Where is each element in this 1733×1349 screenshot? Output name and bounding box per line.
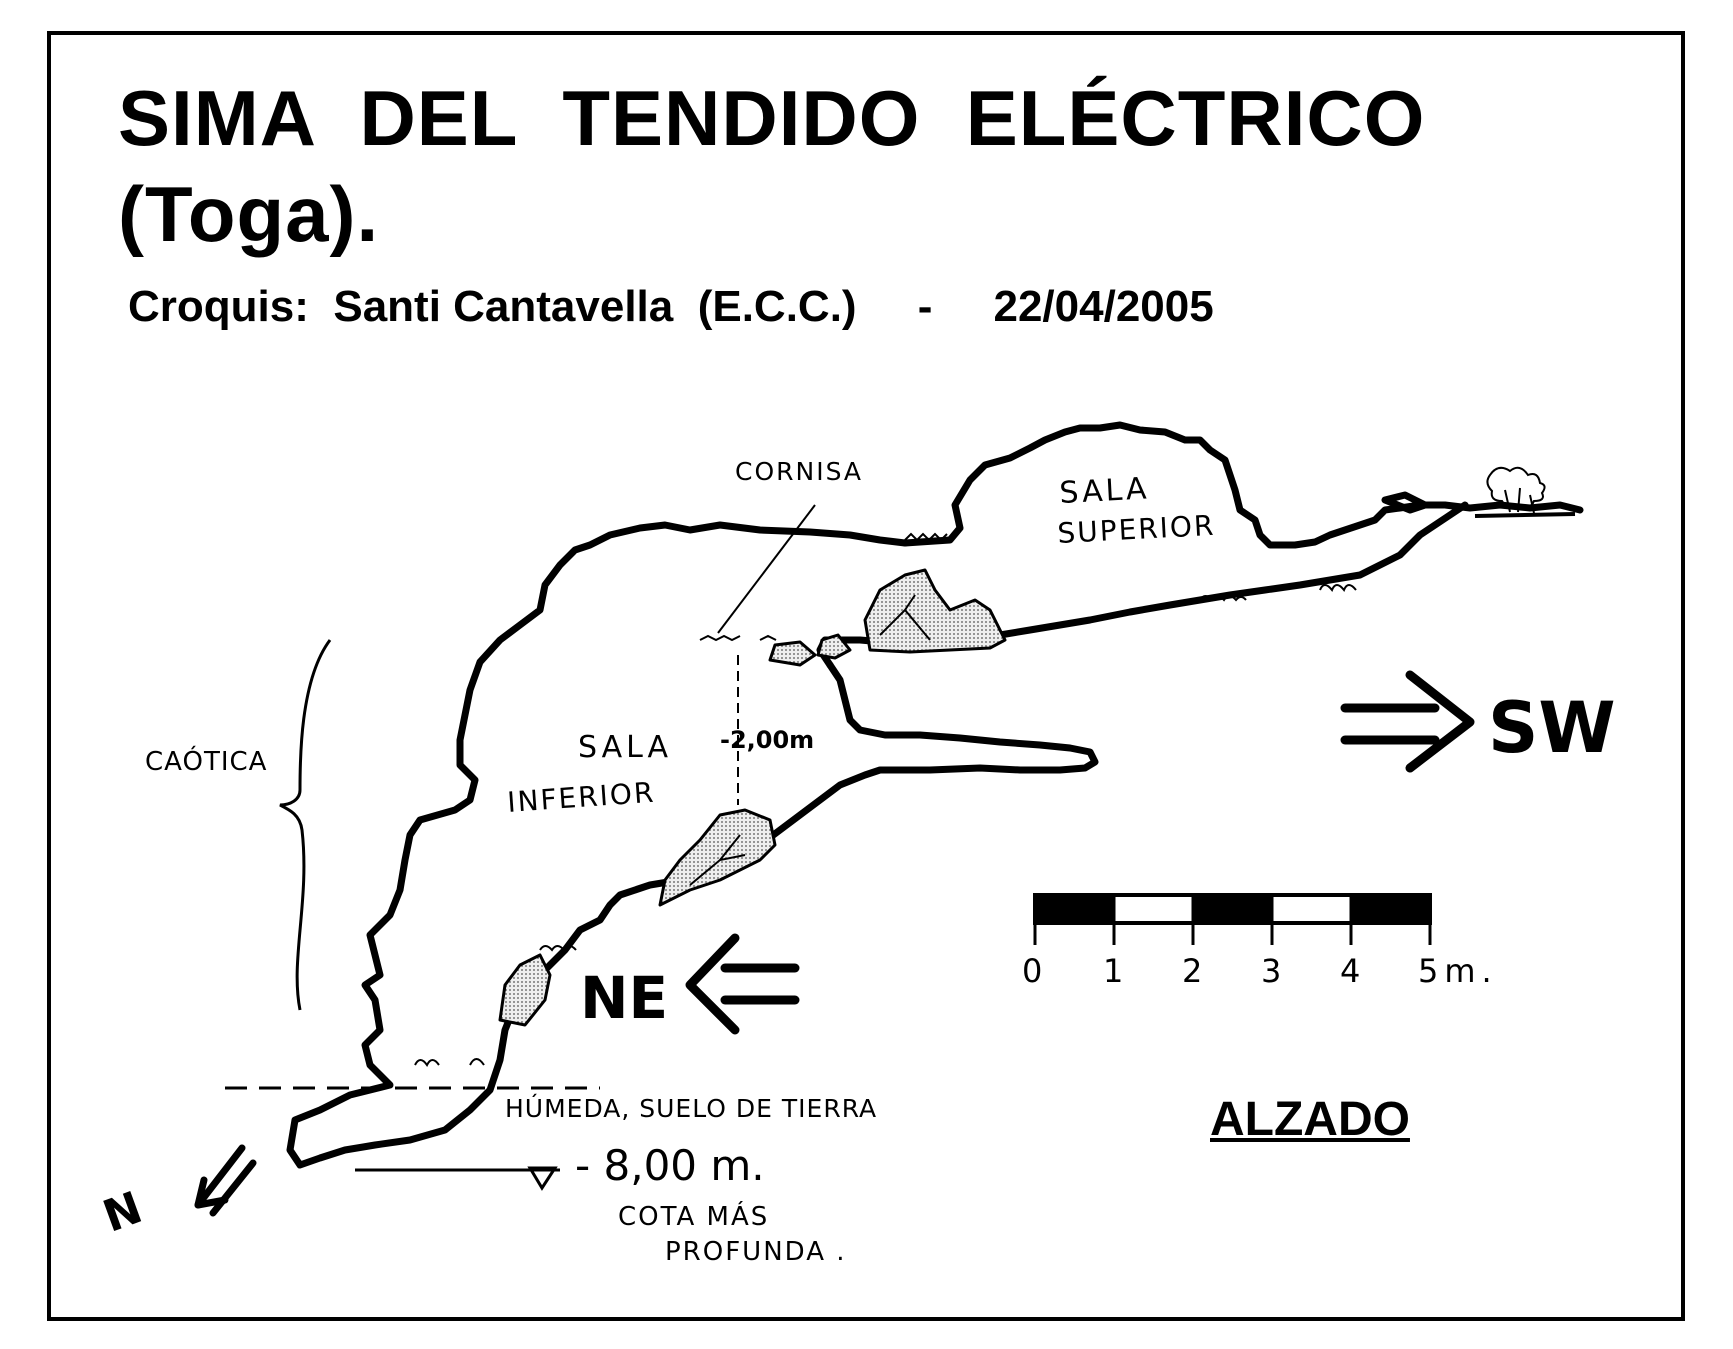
label-cornisa: CORNISA: [735, 457, 863, 486]
scale-tick-0: 0: [1022, 952, 1042, 990]
caotica-brace: [279, 639, 332, 1011]
scale-tick-5: 5m.: [1418, 952, 1498, 990]
label-humeda: HÚMEDA, SUELO DE TIERRA: [505, 1093, 877, 1123]
deepest-marker-icon: [527, 1166, 558, 1191]
ledge-texture: [904, 532, 948, 542]
credits-separator: -: [917, 282, 933, 331]
boulder-small-2: [816, 633, 852, 660]
boulder-small-1: [768, 640, 817, 667]
credits-line: Croquis: Santi Cantavella (E.C.C.) - 22/…: [128, 282, 1214, 332]
cornisa-ledge: [699, 634, 777, 642]
label-depth-2m: -2,00m: [720, 726, 814, 754]
drawing-frame: [47, 31, 1685, 1321]
scale-tick-2: 2: [1182, 952, 1202, 990]
pebbles: [414, 584, 1357, 1067]
cornisa-leader: [717, 504, 816, 634]
title-line-1: SIMA DEL TENDIDO ELÉCTRICO: [118, 74, 1426, 162]
arrow-north-icon: [194, 1144, 257, 1217]
view-label-alzado: ALZADO: [1210, 1093, 1410, 1146]
title-line-2: (Toga).: [118, 170, 380, 258]
boulder-bottom: [498, 953, 552, 1027]
label-ne: NE: [580, 964, 668, 1032]
boulder-crack: [879, 594, 931, 641]
boulder-crack-lower: [689, 834, 746, 886]
label-sala-superior-2: SUPERIOR: [1057, 509, 1217, 550]
label-sala-inferior-1: SALA: [578, 730, 672, 765]
scale-tick-3: 3: [1261, 952, 1281, 990]
arrow-ne-icon: [685, 933, 800, 1035]
label-sala-superior-1: SALA: [1059, 471, 1151, 511]
cave-notch: [1381, 491, 1429, 514]
surface-line: [1474, 512, 1576, 518]
arrow-sw-icon: [1340, 670, 1475, 773]
scale-tick-4: 4: [1340, 952, 1360, 990]
label-north: N: [97, 1182, 149, 1243]
label-cota-1: COTA MÁS: [618, 1200, 769, 1232]
label-cota-2: PROFUNDA .: [665, 1237, 847, 1267]
cave-wall-outer: [286, 521, 1099, 1169]
boulder-lower: [658, 808, 777, 907]
bush-icon: [1486, 466, 1546, 514]
boulder-large: [863, 568, 1007, 654]
credits-label: Croquis:: [128, 282, 309, 331]
drawing-title: SIMA DEL TENDIDO ELÉCTRICO (Toga).: [118, 70, 1425, 262]
label-sala-inferior-2: INFERIOR: [506, 776, 656, 819]
scale-bar: [1033, 893, 1432, 945]
credits-date: 22/04/2005: [993, 282, 1214, 331]
scale-tick-1: 1: [1103, 952, 1123, 990]
label-depth-8m: - 8,00 m.: [575, 1141, 765, 1190]
label-caotica: CAÓTICA: [145, 745, 267, 777]
label-sw: SW: [1488, 687, 1616, 769]
cave-wall-upper: [901, 421, 1584, 549]
credits-author: Santi Cantavella (E.C.C.): [333, 282, 857, 331]
